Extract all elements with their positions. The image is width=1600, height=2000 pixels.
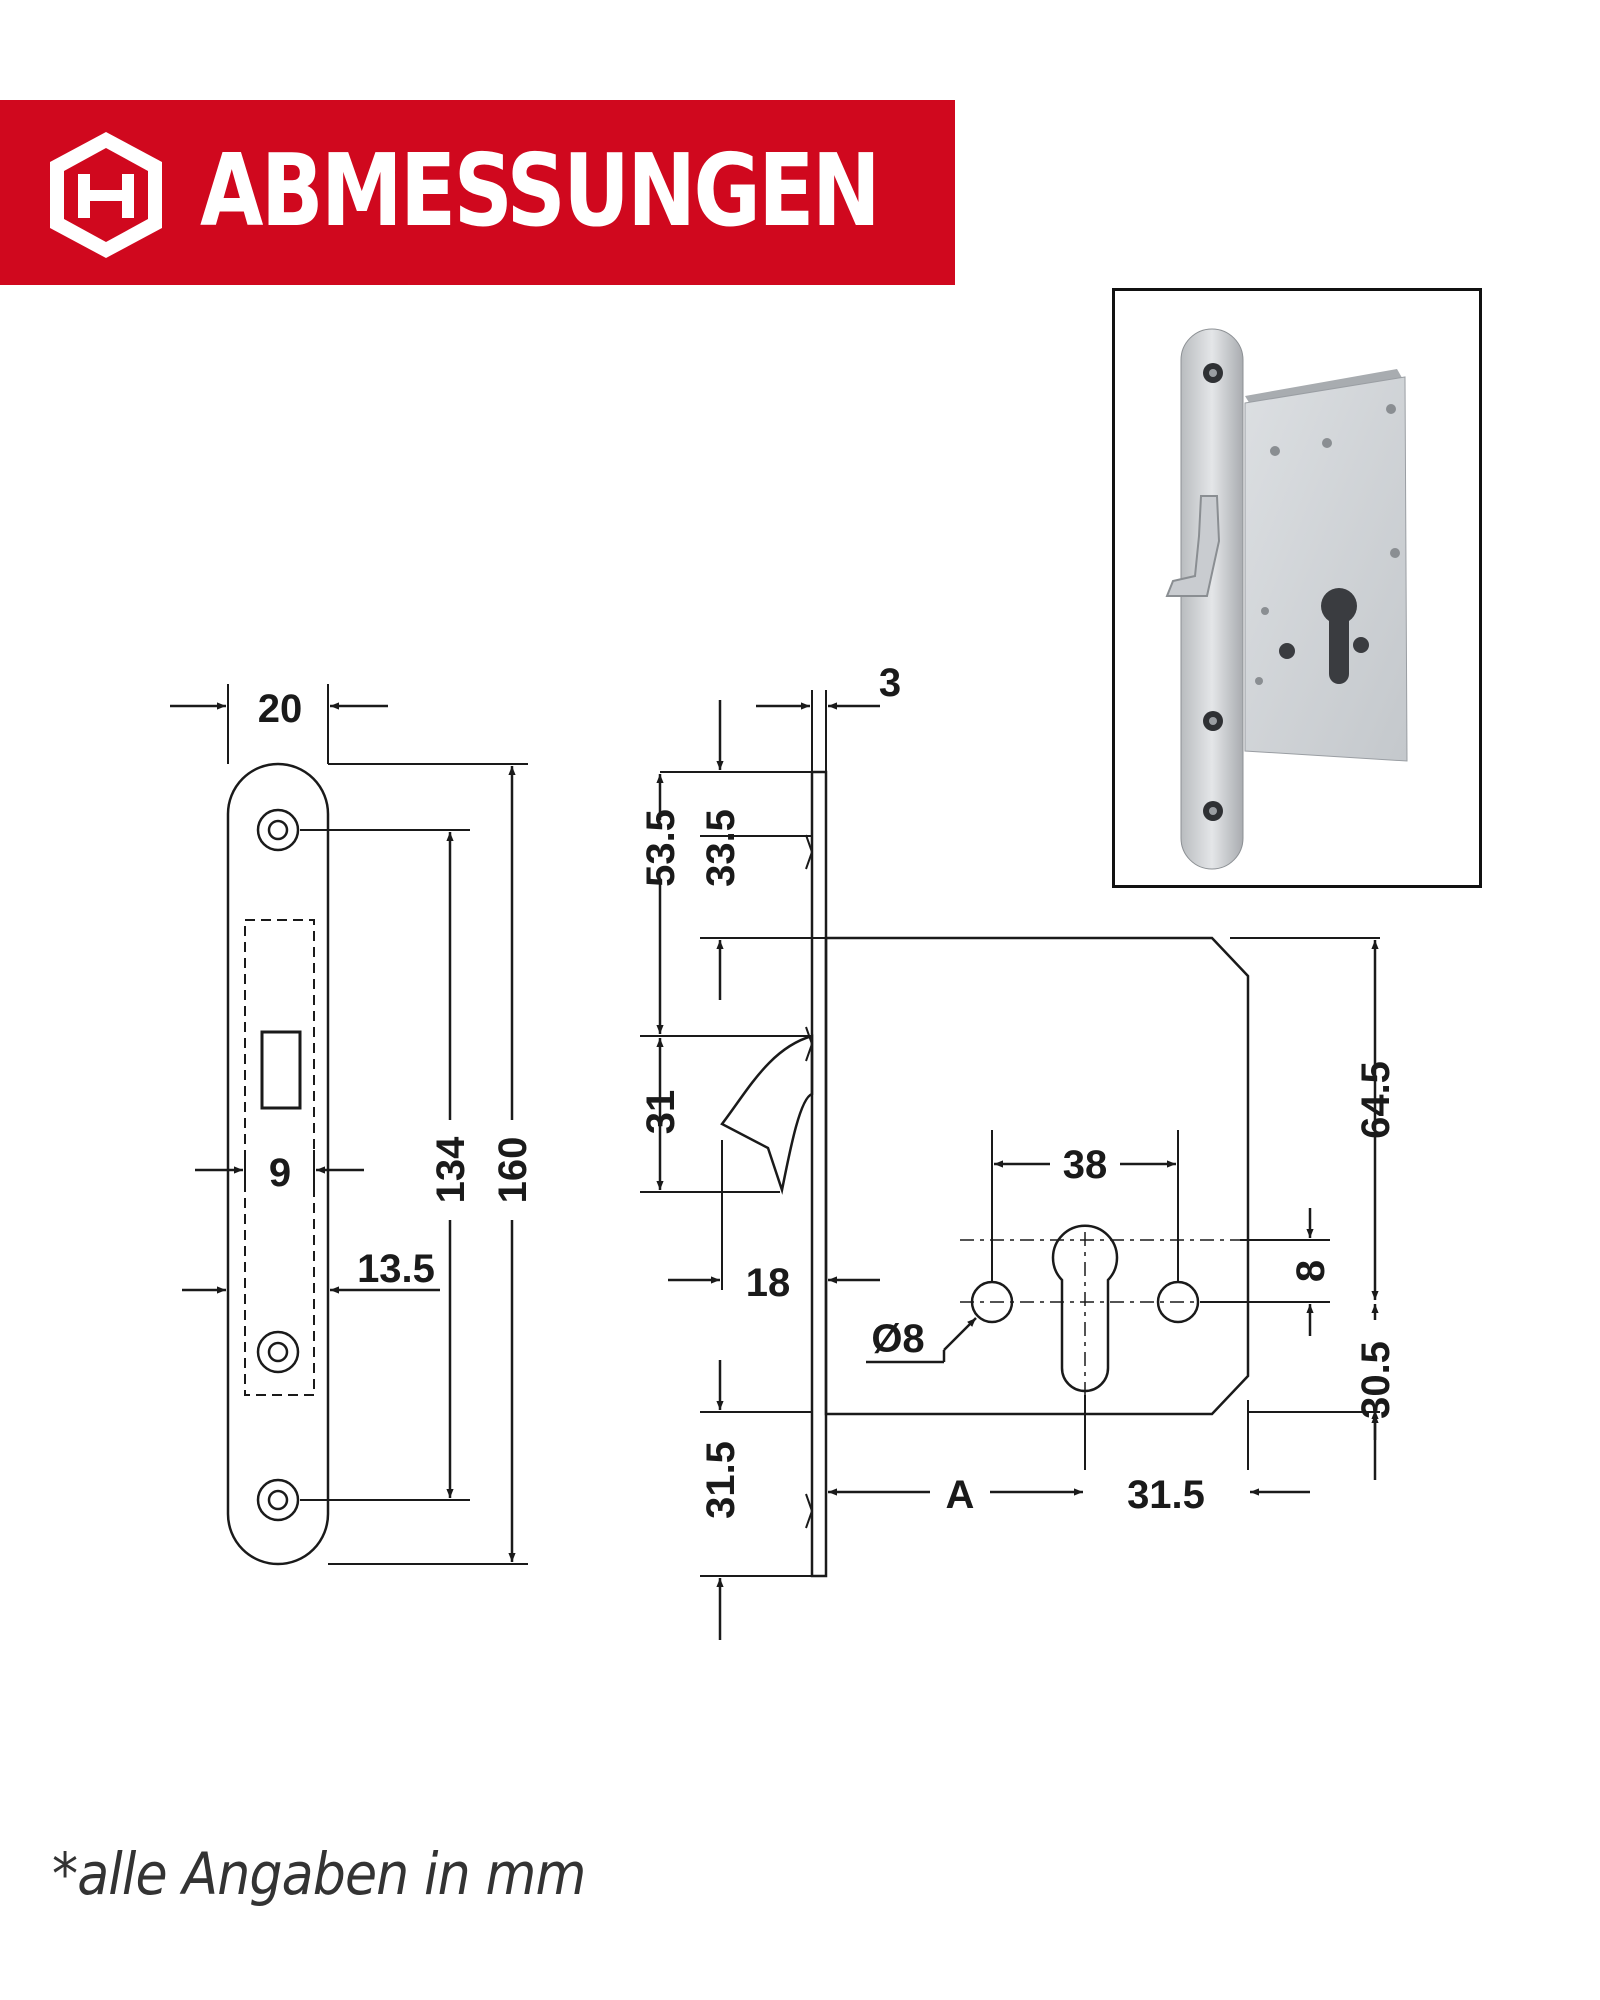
dim-front-latch-width: 9: [269, 1151, 291, 1195]
dim-body-lower: 30.5: [1354, 1341, 1398, 1419]
technical-drawing: 20 9 13.5 134 160: [170, 661, 1398, 1640]
faceplate-outline: [226, 762, 330, 1566]
page-title: ABMESSUNGEN: [200, 132, 881, 249]
sliding-door-hook-lock-photo: [1165, 328, 1408, 870]
product-photo: [1112, 288, 1482, 888]
dim-bottom-hole: 31.5: [699, 1441, 743, 1519]
footnote: *alle Angaben in mm: [52, 1840, 586, 1908]
screw-hole-top: [256, 808, 300, 852]
screw-hole-bottom: [256, 1478, 300, 1522]
dim-hole-spacing: 38: [1063, 1143, 1108, 1187]
latch-slot: [260, 1030, 302, 1110]
dim-top-to-hole: 33.5: [699, 809, 743, 887]
screw-hole-middle: [256, 1330, 300, 1374]
header-banner: ABMESSUNGEN: [0, 100, 955, 285]
cylinder-profile: [1051, 1224, 1119, 1393]
dim-front-width: 20: [258, 687, 303, 731]
dim-faceplate-thickness: 3: [879, 661, 901, 705]
dim-backset: A: [946, 1473, 975, 1517]
dim-hole-diameter: Ø8: [871, 1317, 924, 1361]
dim-front-offset: 13.5: [357, 1247, 435, 1291]
dim-hook-depth: 18: [746, 1261, 791, 1305]
hafele-hexagon-h-icon: [50, 132, 162, 258]
dim-top-to-body: 53.5: [639, 809, 683, 887]
dim-hook-height: 31: [639, 1090, 683, 1135]
dim-front-height: 160: [491, 1137, 535, 1204]
side-faceplate: [810, 770, 828, 1578]
dim-cylinder-to-back: 31.5: [1127, 1473, 1205, 1517]
dim-front-hole-spacing: 134: [429, 1136, 473, 1203]
dim-body-upper: 64.5: [1354, 1061, 1398, 1139]
hook-outline: [720, 1034, 814, 1195]
dim-cylinder-offset: 8: [1289, 1260, 1333, 1282]
